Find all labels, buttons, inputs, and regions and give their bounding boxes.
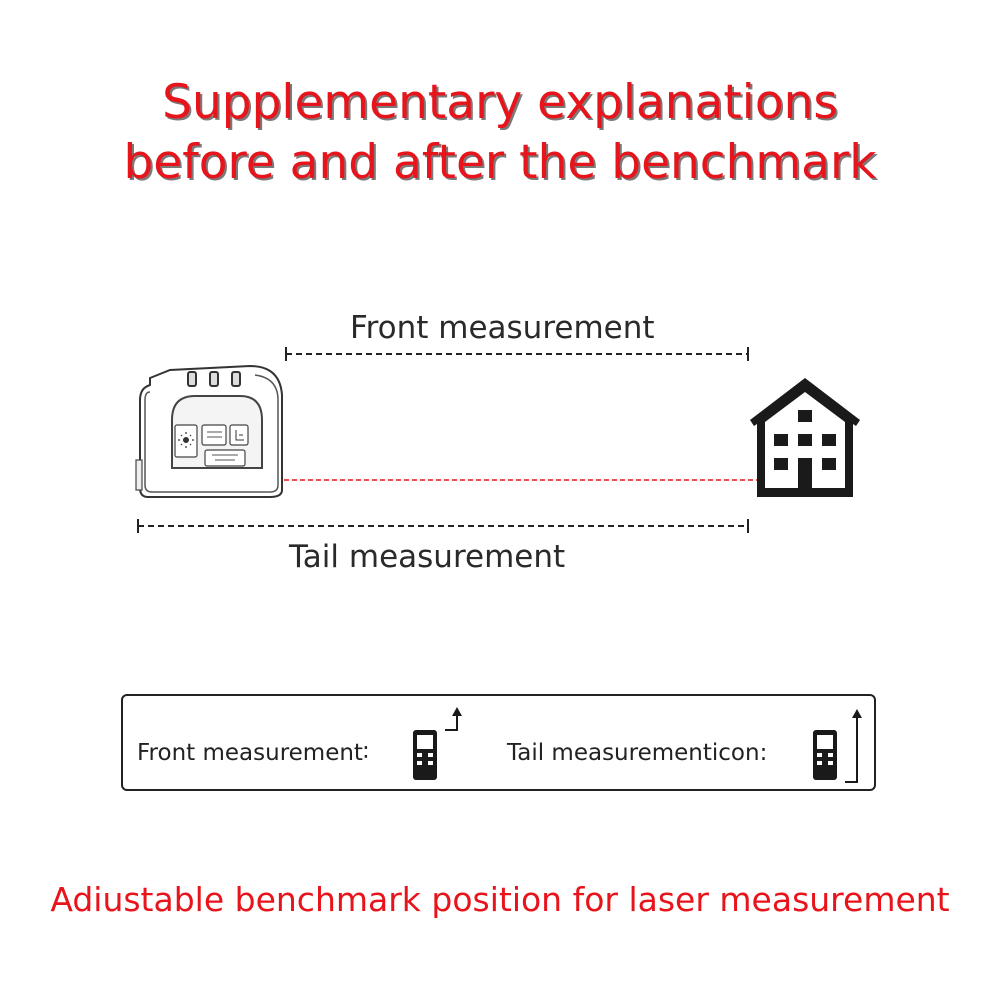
laser-tape-measure-icon [135, 364, 283, 498]
tail-measurement-bracket [137, 519, 749, 533]
legend-box: Front measurement∶ Tail measurementicon: [121, 694, 876, 791]
house-icon [750, 378, 860, 497]
title-line-1: Supplementary explanations [162, 75, 838, 130]
legend-tail-text: Tail measurementicon: [507, 740, 768, 766]
measurement-diagram [135, 347, 860, 533]
front-measurement-bracket [285, 347, 749, 361]
tail-measurement-label: Tail measurement [289, 539, 566, 575]
footer-caption: Adiustable benchmark position for laser … [50, 880, 950, 919]
front-measurement-label: Front measurement [350, 310, 655, 346]
title-line-2: before and after the benchmark [123, 135, 877, 190]
tail-reference-icon [813, 709, 862, 783]
front-reference-icon [413, 707, 462, 780]
legend-front-text: Front measurement∶ [137, 740, 369, 766]
